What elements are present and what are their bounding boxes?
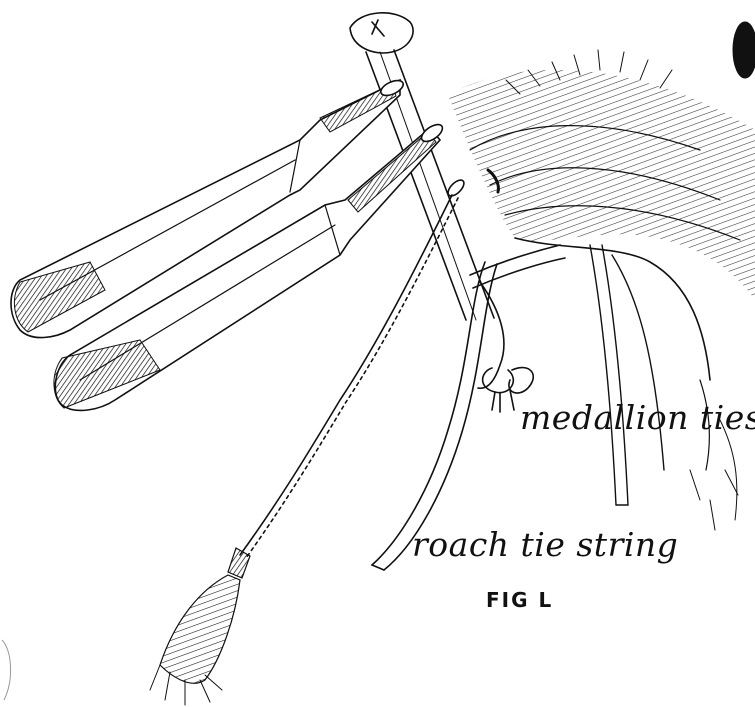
medallion-ties-label: medallion ties bbox=[520, 398, 755, 437]
roach-tie-string-label: roach tie string bbox=[412, 525, 678, 564]
figure-caption: FIG L bbox=[486, 588, 553, 612]
medallion-ties-strings bbox=[590, 245, 664, 505]
margin-mark bbox=[2, 640, 11, 700]
